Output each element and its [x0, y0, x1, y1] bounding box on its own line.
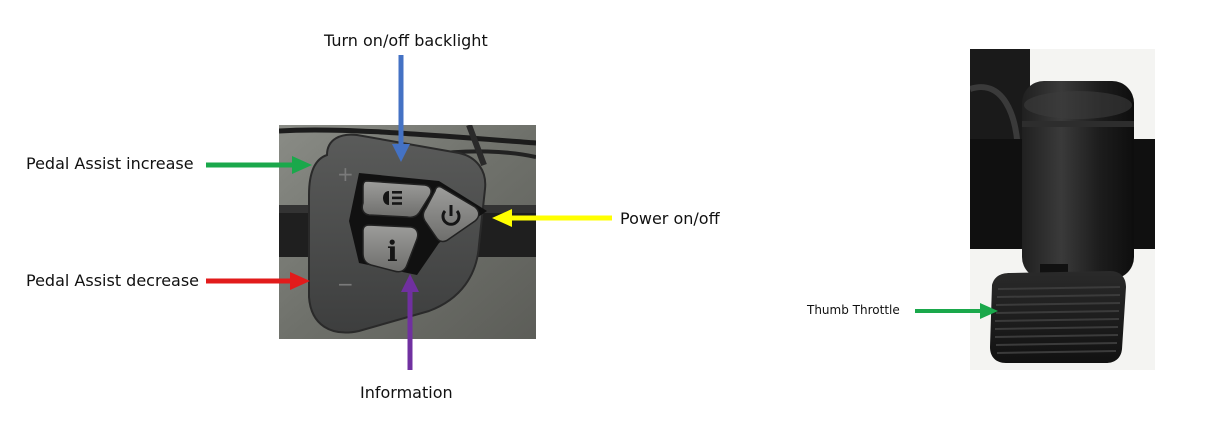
thumb-throttle-pad[interactable]: [990, 271, 1126, 363]
information-button[interactable]: [362, 224, 419, 273]
controller-illustration: + − i: [279, 125, 536, 339]
throttle-photo: [970, 49, 1155, 370]
label-backlight: Turn on/off backlight: [324, 31, 488, 50]
cable: [466, 125, 487, 167]
grip-ridges: [994, 286, 1121, 354]
label-information: Information: [360, 383, 453, 402]
controller-photo: + − i: [279, 125, 536, 339]
throttle-illustration: [970, 49, 1155, 370]
label-thumb-throttle: Thumb Throttle: [807, 303, 900, 317]
label-power: Power on/off: [620, 209, 720, 228]
throttle-housing: [1022, 81, 1134, 279]
label-pedal-assist-decrease: Pedal Assist decrease: [26, 271, 200, 290]
minus-icon: −: [337, 272, 354, 296]
cable: [279, 127, 536, 146]
label-pedal-assist-increase: Pedal Assist increase: [26, 154, 194, 173]
info-icon: i: [387, 235, 398, 268]
plus-icon: +: [337, 162, 354, 186]
power-icon: [441, 205, 461, 226]
headlight-icon: [383, 191, 402, 205]
